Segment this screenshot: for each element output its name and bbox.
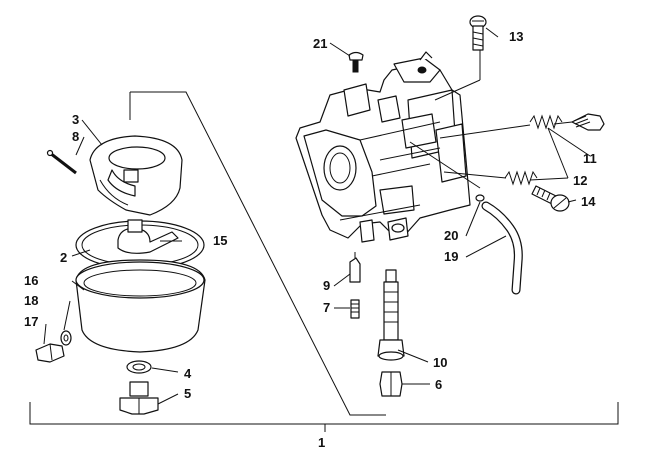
part-16-float-bowl [75, 259, 206, 353]
callout-16: 16 [24, 273, 38, 288]
part-12-spring-upper [529, 114, 563, 130]
part-13-screw [469, 15, 487, 51]
callout-2: 2 [60, 250, 67, 265]
part-10-nozzle [377, 269, 405, 361]
callout-9: 9 [323, 278, 330, 293]
part-5-drain-plug [119, 381, 159, 415]
callout-1: 1 [318, 435, 325, 450]
callout-6: 6 [435, 377, 442, 392]
part-18-washer [60, 330, 72, 346]
part-19-hose [481, 201, 523, 295]
part-15-needle [117, 219, 179, 254]
bowl-group-guide [129, 91, 386, 416]
part-4-oring [126, 360, 152, 374]
callout-15: 15 [213, 233, 227, 248]
linkage-lines [409, 50, 531, 189]
assembly-bracket [29, 402, 619, 432]
callout-8: 8 [72, 129, 79, 144]
callout-11: 11 [583, 151, 597, 166]
part-17-screw [35, 343, 65, 363]
callout-12: 12 [573, 173, 587, 188]
part-6-main-jet [379, 371, 403, 397]
callout-4: 4 [184, 366, 192, 381]
callout-20: 20 [444, 228, 458, 243]
callout-17: 17 [24, 314, 38, 329]
part-21-screw [348, 51, 364, 73]
callout-18: 18 [24, 293, 38, 308]
part-14-stop-screw [531, 185, 570, 212]
callout-3: 3 [72, 112, 79, 127]
callout-7: 7 [323, 300, 330, 315]
part-8-pin [46, 149, 77, 175]
part-9-pilot-jet [349, 252, 361, 283]
callout-21: 21 [313, 36, 327, 51]
leader-lines [43, 27, 591, 405]
part-12-spring-lower [504, 170, 538, 186]
callout-5: 5 [184, 386, 191, 401]
callout-14: 14 [581, 194, 596, 209]
part-11-pilot-screw [553, 113, 605, 131]
callout-labels: 1 2 3 4 5 6 7 8 9 10 11 12 13 14 15 16 1… [24, 29, 597, 450]
part-7-spring [350, 299, 360, 319]
callout-19: 19 [444, 249, 458, 264]
carburetor-body [295, 51, 471, 243]
part-20-fitting [475, 194, 485, 202]
callout-10: 10 [433, 355, 447, 370]
callout-13: 13 [509, 29, 523, 44]
part-3-float [89, 135, 183, 216]
